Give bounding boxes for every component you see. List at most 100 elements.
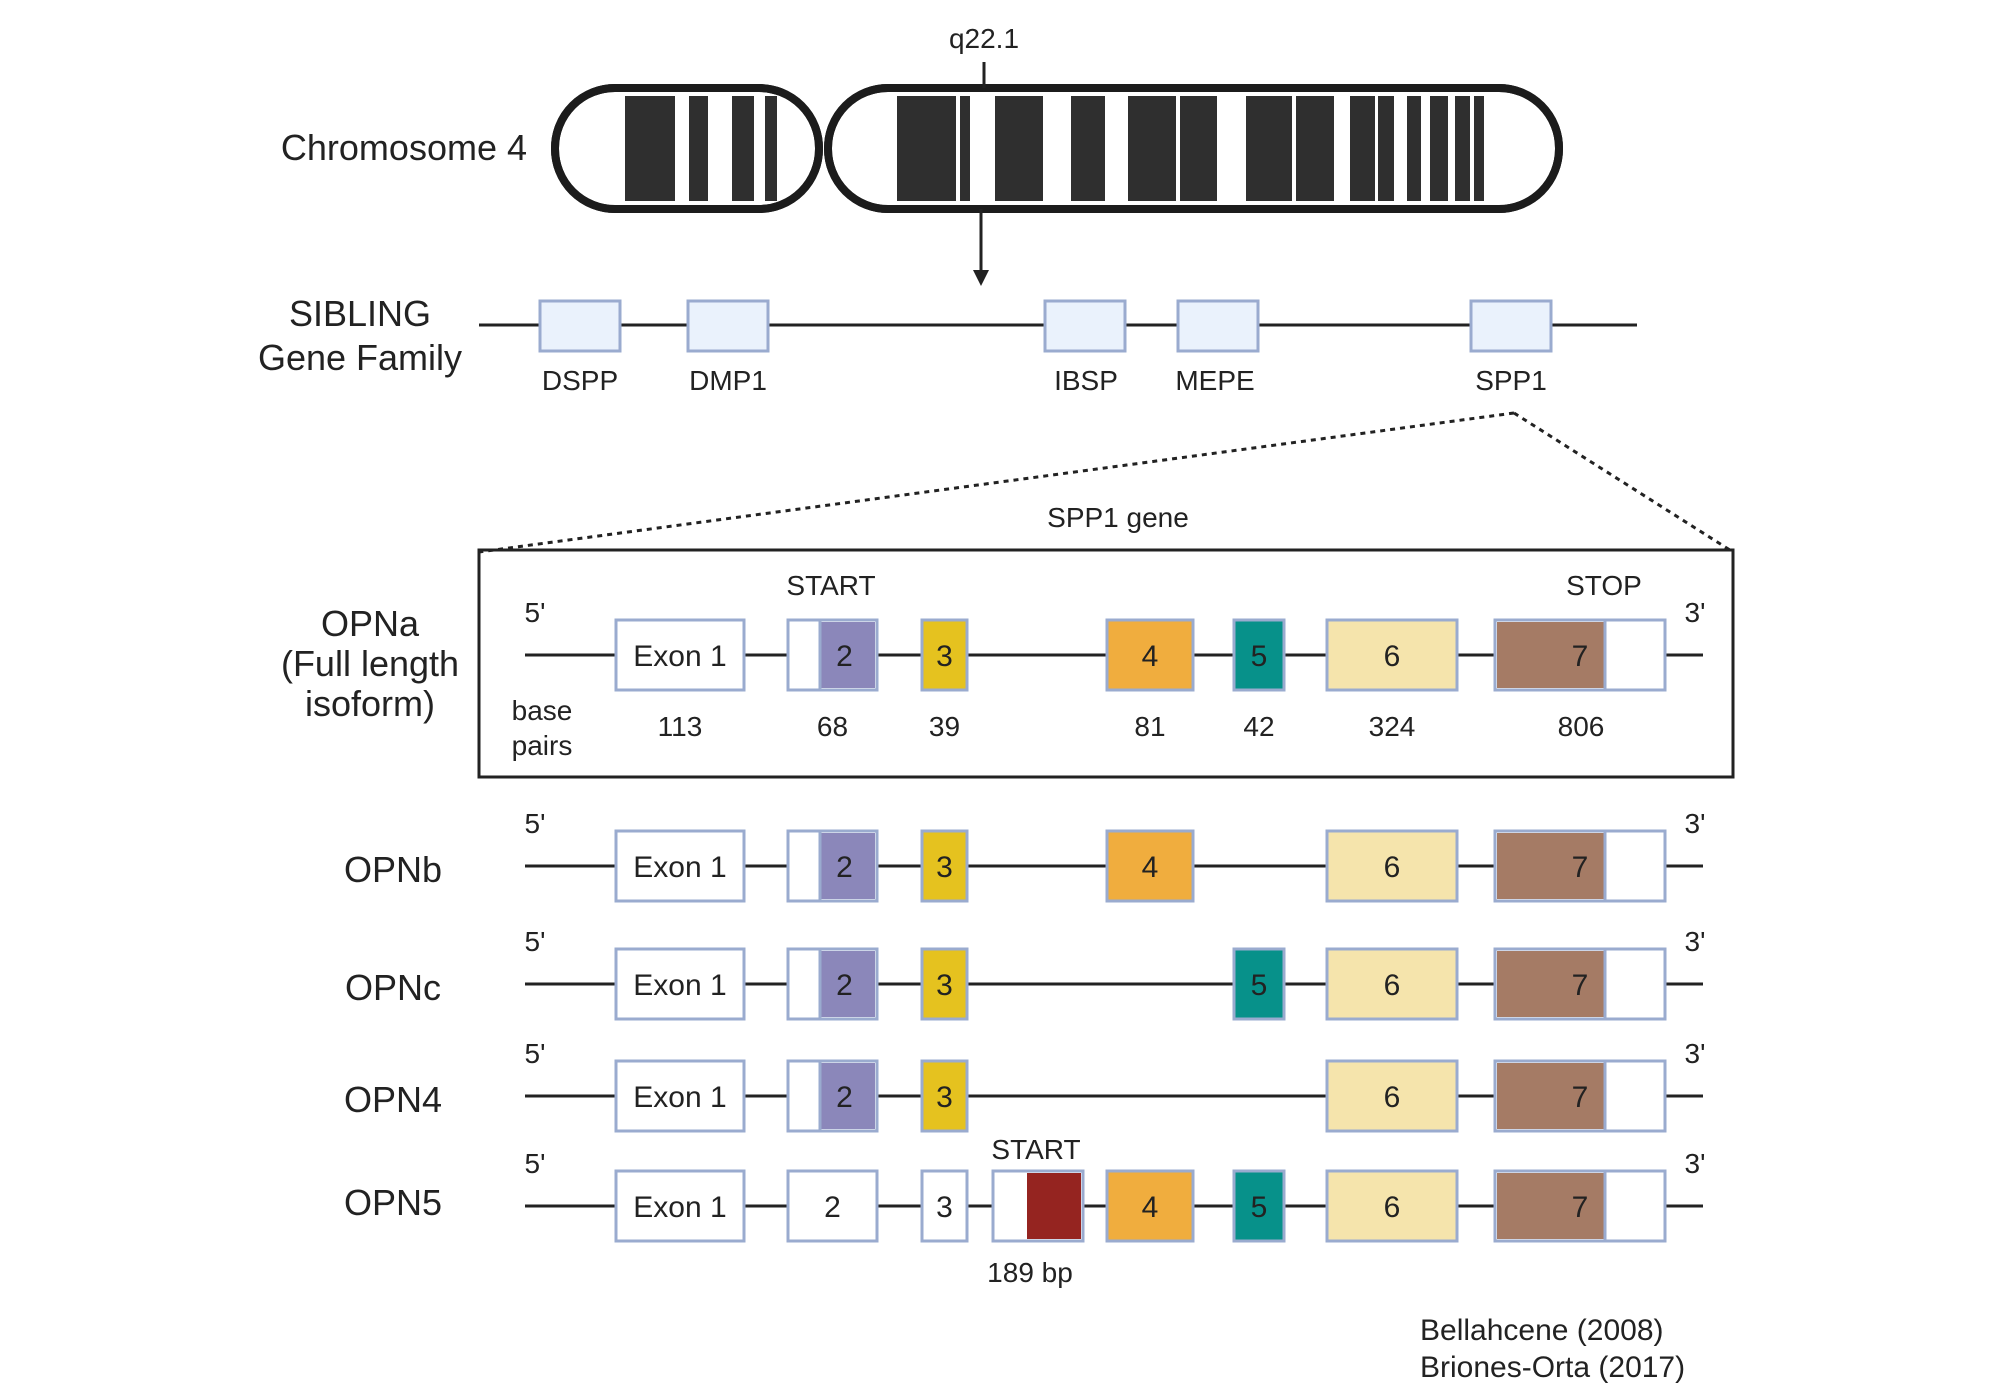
exon-5-label: 5 [1251,640,1268,673]
opn5-label: OPN5 [344,1182,442,1223]
exon-1-box [614,1169,746,1243]
exon-3-label: 3 [936,851,953,884]
exon-2-label: 2 [824,1191,841,1224]
exon-5-box [1232,1169,1286,1243]
exon-6-box [1325,1169,1459,1243]
exon-1-base-pairs: 113 [658,711,703,742]
sibling-gene-label: DMP1 [689,365,767,396]
band [1246,96,1292,201]
five-prime-label: 5' [525,926,546,957]
five-prime-label: 5' [525,1038,546,1069]
sibling-gene-label: SPP1 [1475,365,1547,396]
exon-1-label: Exon 1 [633,640,726,673]
band [1455,96,1470,201]
opn5-start-label: START [991,1134,1080,1165]
exon-5-box [1232,618,1286,692]
band [1407,96,1421,201]
chromosome-short-arm [551,84,823,213]
exon-5-base-pairs: 42 [1243,711,1274,742]
opn5-extra-exon-size: 189 bp [987,1257,1073,1288]
exon-2-coding [820,622,875,688]
exon-3-box [920,1169,969,1243]
exon-2-label: 2 [836,1081,853,1114]
exon-1-label: Exon 1 [633,1081,726,1114]
sibling-label-line1: SIBLING [289,293,431,334]
exon-1-box [614,618,746,692]
chromosome [551,84,1563,213]
exon-6-box [1325,1059,1459,1133]
band [689,96,708,201]
exon-7-coding [1497,1173,1605,1239]
band [960,96,970,201]
opna-frame [477,548,1735,779]
exon-7-label: 7 [1572,640,1589,673]
sibling-gene-box [686,299,770,353]
opna-label-line2: (Full length [281,643,459,684]
exon-3-label: 3 [936,1191,953,1224]
stop-label: STOP [1566,570,1642,601]
isoform-rows: 5'3'Exon 1113268339481542632478065'3'Exo… [525,597,1706,1243]
band [897,96,956,201]
sibling-gene-box [1469,299,1553,353]
exon-1-label: Exon 1 [633,969,726,1002]
opna-label-line3: isoform) [305,683,435,724]
exon-7-label: 7 [1572,851,1589,884]
sibling-gene-label: DSPP [542,365,618,396]
opna-label-line1: OPNa [321,603,420,644]
three-prime-label: 3' [1685,926,1706,957]
opnc-label: OPNc [345,967,441,1008]
three-prime-label: 3' [1685,1038,1706,1069]
five-prime-label: 5' [525,597,546,628]
exon-7-coding [1497,951,1605,1017]
exon-7-coding [1497,1063,1605,1129]
exon-6-label: 6 [1384,969,1401,1002]
chromosome-outline [824,84,1563,213]
exon-6-box [1325,618,1459,692]
exon-7-coding [1497,833,1605,899]
exon-6-base-pairs: 324 [1369,711,1416,742]
band [1350,96,1375,201]
exon-6-label: 6 [1384,1081,1401,1114]
exon-2-base-pairs: 68 [817,711,848,742]
opn5-extra-exon-coding [1027,1173,1081,1239]
sibling-gene-box [1176,299,1260,353]
band [1071,96,1105,201]
exon-2-coding [820,1063,875,1129]
exon-2-label: 2 [836,640,853,673]
three-prime-label: 3' [1685,597,1706,628]
chromosome-outline [551,84,823,213]
reference-2: Briones-Orta (2017) [1420,1351,1685,1384]
exon-2-label: 2 [836,969,853,1002]
exon-6-label: 6 [1384,640,1401,673]
exon-7-coding [1497,622,1605,688]
band [732,96,754,201]
exon-1-box [614,829,746,903]
exon-3-box [920,618,969,692]
exon-2-coding [820,951,875,1017]
exon-1-box [614,947,746,1021]
band [1430,96,1448,201]
exon-3-box [920,829,969,903]
sibling-gene-label: IBSP [1054,365,1118,396]
exon-5-box [1232,947,1286,1021]
exon-3-label: 3 [936,640,953,673]
exon-6-label: 6 [1384,1191,1401,1224]
exon-4-box [1105,829,1195,903]
exon-7-label: 7 [1572,1191,1589,1224]
exon-4-base-pairs: 81 [1134,711,1165,742]
opn4-label: OPN4 [344,1079,442,1120]
exon-5-label: 5 [1251,969,1268,1002]
band [995,96,1043,201]
exon-1-label: Exon 1 [633,1191,726,1224]
zoom-line-right [1513,411,1734,554]
exon-4-box [1105,618,1195,692]
exon-7-base-pairs: 806 [1558,711,1605,742]
exon-7-label: 7 [1572,1081,1589,1114]
exon-4-label: 4 [1142,640,1159,673]
exon-6-box [1325,829,1459,903]
